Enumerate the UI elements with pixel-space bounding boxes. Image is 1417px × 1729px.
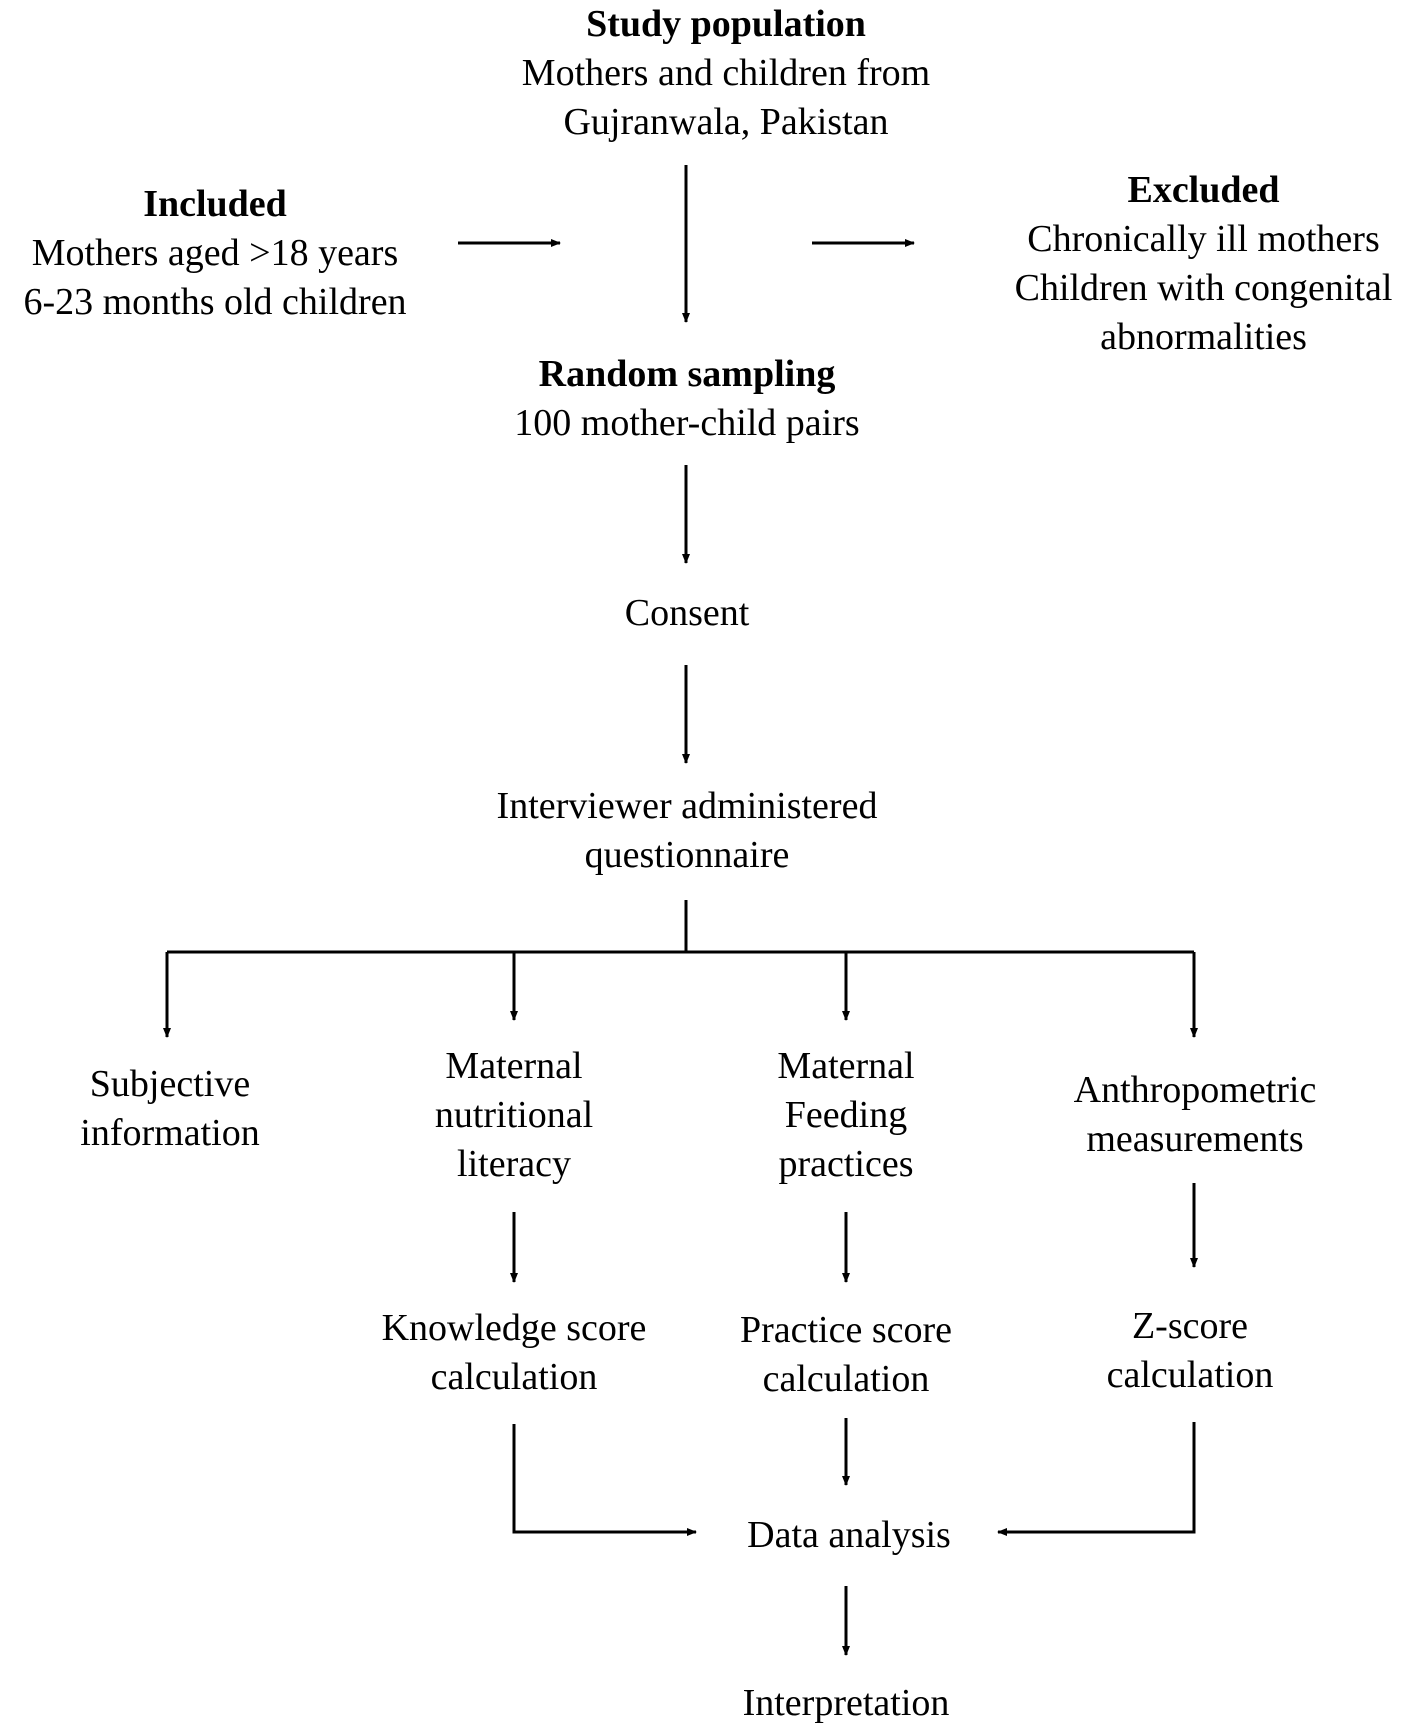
arrow-zscore-to-analysis: [997, 1422, 1196, 1536]
interpretation-node: Interpretation: [696, 1679, 996, 1728]
included-line-2: 6-23 months old children: [23, 281, 407, 323]
anthropometric-node: Anthropometric measurements: [1030, 1066, 1360, 1164]
interpretation-label: Interpretation: [742, 1682, 950, 1724]
random-sampling-node: Random sampling 100 mother-child pairs: [457, 350, 917, 448]
feeding-practices-line-3: practices: [778, 1143, 914, 1185]
study-population-line-1: Mothers and children from: [521, 52, 931, 94]
consent-node: Consent: [537, 589, 837, 638]
data-analysis-label: Data analysis: [747, 1514, 951, 1556]
practice-score-line-1: Practice score: [739, 1309, 953, 1351]
consent-label: Consent: [624, 592, 750, 634]
excluded-line-2: Children with congenital: [1014, 267, 1393, 309]
nutritional-literacy-line-2: nutritional: [434, 1094, 594, 1136]
subjective-line-1: Subjective: [89, 1063, 251, 1105]
z-score-line-2: calculation: [1106, 1354, 1274, 1396]
study-population-node: Study population Mothers and children fr…: [486, 0, 966, 147]
z-score-node: Z-score calculation: [1040, 1302, 1340, 1400]
feeding-practices-node: Maternal Feeding practices: [696, 1042, 996, 1189]
subjective-line-2: information: [80, 1112, 260, 1154]
random-sampling-line-1: 100 mother-child pairs: [514, 402, 860, 444]
included-title: Included: [143, 183, 287, 225]
questionnaire-line-2: questionnaire: [584, 834, 790, 876]
nutritional-literacy-line-1: Maternal: [445, 1045, 583, 1087]
nutritional-literacy-line-3: literacy: [457, 1143, 571, 1185]
excluded-line-1: Chronically ill mothers: [1027, 218, 1380, 260]
questionnaire-node: Interviewer administered questionnaire: [437, 782, 937, 880]
feeding-practices-line-1: Maternal: [777, 1045, 915, 1087]
random-sampling-title: Random sampling: [538, 353, 836, 395]
feeding-practices-line-2: Feeding: [784, 1094, 908, 1136]
included-line-1: Mothers aged >18 years: [31, 232, 399, 274]
arrow-knowledge-to-analysis: [512, 1424, 697, 1536]
questionnaire-line-1: Interviewer administered: [496, 785, 878, 827]
anthropometric-line-2: measurements: [1086, 1118, 1304, 1160]
practice-score-line-2: calculation: [762, 1358, 930, 1400]
excluded-line-3: abnormalities: [1100, 316, 1307, 358]
study-population-title: Study population: [586, 3, 866, 45]
data-analysis-node: Data analysis: [706, 1511, 992, 1560]
anthropometric-line-1: Anthropometric: [1073, 1069, 1317, 1111]
nutritional-literacy-node: Maternal nutritional literacy: [364, 1042, 664, 1189]
z-score-line-1: Z-score: [1131, 1305, 1249, 1347]
excluded-title: Excluded: [1127, 169, 1280, 211]
study-population-line-2: Gujranwala, Pakistan: [563, 101, 889, 143]
knowledge-score-line-2: calculation: [430, 1356, 598, 1398]
knowledge-score-node: Knowledge score calculation: [339, 1304, 689, 1402]
subjective-node: Subjective information: [20, 1060, 320, 1158]
excluded-node: Excluded Chronically ill mothers Childre…: [990, 166, 1417, 362]
included-node: Included Mothers aged >18 years 6-23 mon…: [0, 180, 430, 327]
practice-score-node: Practice score calculation: [686, 1306, 1006, 1404]
knowledge-score-line-1: Knowledge score: [381, 1307, 647, 1349]
